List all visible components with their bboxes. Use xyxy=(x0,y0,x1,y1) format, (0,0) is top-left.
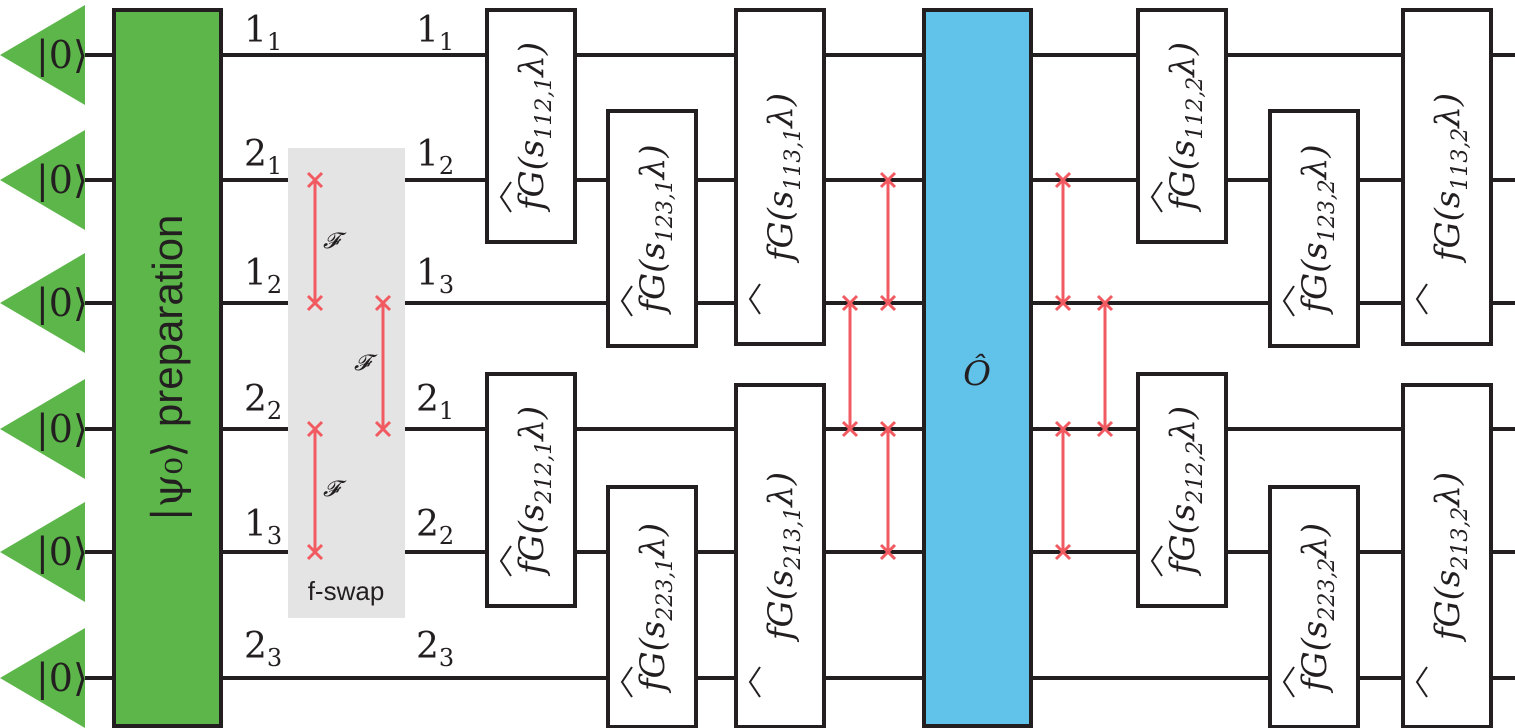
inputs: |0⟩ |0⟩ |0⟩ |0⟩ |0⟩ |0⟩ xyxy=(0,5,88,728)
swap-cross-marker xyxy=(1054,294,1072,312)
fswap-region: f-swap 𝓕 𝓕 𝓕 xyxy=(288,148,405,618)
swap-cross-marker xyxy=(879,543,897,561)
fswap-background xyxy=(288,148,405,618)
hat-accent xyxy=(1150,181,1163,213)
gate-fG: fG(s212,2λ) xyxy=(1136,372,1228,608)
hat-accent xyxy=(748,283,761,315)
mode-after-6: 23 xyxy=(416,626,454,672)
preparation-word: preparation xyxy=(144,215,191,427)
swap-cross-marker xyxy=(879,171,897,189)
input-triangle-2 xyxy=(0,130,85,230)
mode-after-2: 12 xyxy=(416,134,454,180)
gate-fG: fG(s223,1λ) xyxy=(606,485,698,728)
swap-cross-marker xyxy=(374,294,392,312)
swap-cross-marker xyxy=(306,543,324,561)
gate-fG: fG(s213,2λ) xyxy=(1401,383,1493,728)
input-triangle-4 xyxy=(0,379,85,479)
gate-fG: fG(s123,2λ) xyxy=(1268,109,1360,348)
input-ket-4: |0⟩ xyxy=(36,407,88,451)
swap-cross-marker xyxy=(1054,543,1072,561)
gate-fG: fG(s213,1λ) xyxy=(734,383,826,728)
input-triangle-3 xyxy=(0,253,85,353)
mode-labels-before: 11 21 12 22 13 23 xyxy=(244,10,282,672)
hat-accent xyxy=(1282,666,1295,698)
gate-label: fG(s213,1λ) xyxy=(761,472,806,643)
swap-cross-marker xyxy=(1054,420,1072,438)
swap-network-left xyxy=(848,180,890,552)
mode-before-2: 21 xyxy=(244,134,282,180)
gate-label: fG(s223,1λ) xyxy=(633,523,678,694)
input-ket-5: |0⟩ xyxy=(36,530,88,574)
gate-label: fG(s112,2λ) xyxy=(1163,42,1208,213)
swap-cross-marker xyxy=(374,420,392,438)
hat-accent xyxy=(620,666,633,698)
mode-after-5: 22 xyxy=(416,504,454,550)
gate-label: fG(s113,1λ) xyxy=(761,93,806,264)
fswap-label: f-swap xyxy=(308,576,385,606)
hat-accent xyxy=(1282,285,1295,317)
gate-fG: fG(s112,2λ) xyxy=(1136,8,1228,244)
gate-label: fG(s123,1λ) xyxy=(633,144,678,315)
hat-accent xyxy=(1415,283,1428,315)
gate-label: fG(s112,1λ) xyxy=(512,42,557,213)
mode-after-4: 21 xyxy=(416,379,454,425)
hat-accent xyxy=(620,285,633,317)
input-triangle-1 xyxy=(0,5,85,105)
mode-before-1: 11 xyxy=(244,10,282,56)
gate-label: fG(s212,1λ) xyxy=(512,406,557,577)
mode-before-6: 23 xyxy=(244,626,282,672)
input-ket-2: |0⟩ xyxy=(36,158,88,202)
gate-fG: fG(s123,1λ) xyxy=(606,109,698,348)
input-ket-6: |0⟩ xyxy=(36,656,88,700)
gate-fG: fG(s113,2λ) xyxy=(1401,8,1493,346)
swap-cross-marker xyxy=(841,420,859,438)
swap-network-right xyxy=(1061,180,1107,552)
gate-label: fG(s213,2λ) xyxy=(1428,472,1473,643)
gate-label: fG(s123,2λ) xyxy=(1295,144,1340,315)
gate-label: fG(s113,2λ) xyxy=(1428,93,1473,264)
gates: fG(s112,1λ) fG(s123,1λ) fG(s113,1λ) fG(s212… xyxy=(485,8,1493,728)
gate-label: fG(s212,2λ) xyxy=(1163,406,1208,577)
preparation-label: |ψ₀⟩ preparation xyxy=(143,215,192,522)
hat-accent xyxy=(499,181,512,213)
input-ket-1: |0⟩ xyxy=(36,33,88,77)
mode-labels-after: 11 12 13 21 22 23 xyxy=(416,10,454,672)
swap-cross-marker xyxy=(1096,294,1114,312)
mode-after-3: 13 xyxy=(416,253,454,299)
swap-cross-marker xyxy=(306,171,324,189)
observable-label: Ô xyxy=(963,353,991,394)
observable-block: Ô xyxy=(922,8,1033,728)
swap-cross-marker xyxy=(306,420,324,438)
preparation-state: |ψ₀⟩ xyxy=(143,441,192,521)
hat-accent xyxy=(1150,545,1163,577)
swap-cross-marker xyxy=(879,420,897,438)
mode-before-3: 12 xyxy=(244,253,282,299)
mode-after-1: 11 xyxy=(416,10,454,56)
gate-label: fG(s223,2λ) xyxy=(1295,523,1340,694)
gate-fG: fG(s112,1λ) xyxy=(485,8,577,244)
swap-cross-marker xyxy=(879,294,897,312)
preparation-block: |ψ₀⟩ preparation xyxy=(112,8,223,728)
mode-before-4: 22 xyxy=(244,379,282,425)
gate-fG: fG(s212,1λ) xyxy=(485,372,577,608)
input-triangle-6 xyxy=(0,628,85,728)
swap-crosses xyxy=(306,171,1114,561)
hat-accent xyxy=(499,545,512,577)
input-triangle-5 xyxy=(0,502,85,602)
input-ket-3: |0⟩ xyxy=(36,281,88,325)
hat-accent xyxy=(748,666,761,698)
gate-fG: fG(s223,2λ) xyxy=(1268,485,1360,728)
mode-before-5: 13 xyxy=(244,504,282,550)
hat-accent xyxy=(1415,666,1428,698)
swap-cross-marker xyxy=(1096,420,1114,438)
gate-fG: fG(s113,1λ) xyxy=(734,8,826,346)
swap-cross-marker xyxy=(306,294,324,312)
swap-cross-marker xyxy=(841,294,859,312)
swap-cross-marker xyxy=(1054,171,1072,189)
